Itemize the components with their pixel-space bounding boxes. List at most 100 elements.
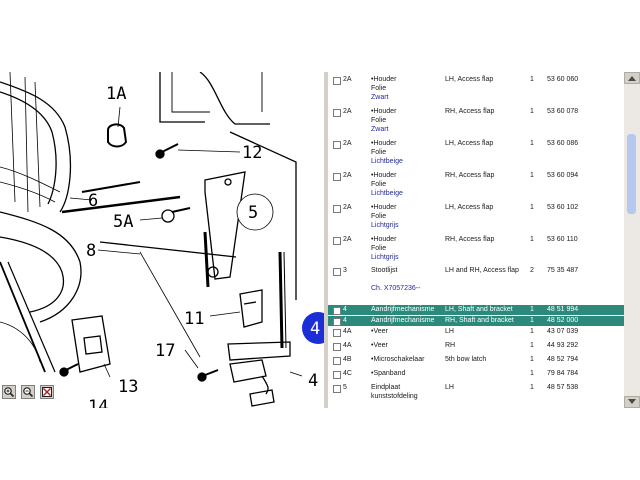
row-ref: 2A (343, 236, 352, 243)
row-ref: 3 (343, 267, 347, 274)
zoom-in-icon (4, 387, 15, 398)
description-line: Folie (371, 117, 387, 124)
row-position: RH, Access flap (445, 236, 495, 243)
vertical-scrollbar[interactable] (624, 72, 640, 408)
callout-6: 6 (88, 191, 98, 211)
callout-5a: 5A (113, 212, 133, 232)
row-ref: 4B (343, 356, 352, 363)
scrollbar-thumb[interactable] (627, 134, 636, 214)
color-variant-link[interactable]: Lichtbeige (371, 190, 403, 197)
parts-diagram[interactable]: 1A 12 6 5 5A 8 11 17 13 14 4 4 (0, 72, 324, 408)
row-position: 5th bow latch (445, 356, 487, 363)
pane-splitter[interactable] (324, 72, 328, 408)
zoom-fit-icon (42, 387, 52, 397)
row-part-number: 43 07 039 (547, 328, 579, 335)
row-checkbox[interactable] (333, 329, 341, 337)
description-line: •Veer (371, 328, 388, 335)
row-part-number: 53 60 060 (547, 76, 579, 83)
description-line: Folie (371, 245, 387, 252)
row-position: LH, Shaft and bracket (445, 306, 513, 313)
row-part-number: 53 60 094 (547, 172, 579, 179)
row-quantity: 1 (530, 204, 534, 211)
zoom-out-button[interactable] (21, 385, 35, 399)
chassis-range-link[interactable]: Ch. X7057236-- (371, 285, 421, 292)
zoom-fit-button[interactable] (40, 385, 54, 399)
row-position: LH and RH, Access flap (445, 267, 519, 274)
color-variant-link[interactable]: Zwart (371, 94, 389, 101)
description-line: •Houder (371, 76, 397, 83)
row-position: RH, Access flap (445, 172, 495, 179)
row-checkbox[interactable] (333, 371, 341, 379)
color-variant-link[interactable]: Zwart (371, 126, 389, 133)
row-part-number: 53 60 110 (547, 236, 578, 243)
row-position: RH (445, 342, 456, 349)
row-checkbox[interactable] (333, 357, 341, 365)
row-ref: 4 (343, 317, 347, 324)
row-position: LH (445, 328, 454, 335)
row-checkbox[interactable] (333, 307, 341, 315)
description-line: •Houder (371, 172, 397, 179)
row-position: LH, Access flap (445, 76, 494, 83)
description-line: •Veer (371, 342, 388, 349)
row-checkbox[interactable] (333, 77, 341, 85)
row-part-number: 79 84 784 (547, 370, 579, 377)
row-quantity: 1 (530, 356, 534, 363)
row-description: Aandrijfmechanisme (371, 316, 443, 325)
row-checkbox[interactable] (333, 318, 341, 326)
row-checkbox[interactable] (333, 141, 341, 149)
callout-4: 4 (308, 371, 318, 391)
row-checkbox[interactable] (333, 385, 341, 393)
description-line: Stootlijst (371, 267, 398, 274)
callout-8: 8 (86, 241, 96, 261)
row-part-number: 48 57 538 (547, 384, 579, 391)
bottom-area (0, 408, 640, 480)
row-quantity: 1 (530, 108, 534, 115)
row-position: LH, Access flap (445, 204, 494, 211)
color-variant-link[interactable]: Lichtgrijs (371, 222, 399, 229)
row-part-number: 53 60 086 (547, 140, 579, 147)
color-variant-link[interactable]: Lichtbeige (371, 158, 403, 165)
row-checkbox[interactable] (333, 343, 341, 351)
callout-5: 5 (248, 203, 258, 223)
row-quantity: 1 (530, 384, 534, 391)
row-checkbox[interactable] (333, 237, 341, 245)
row-description: •Microschakelaar (371, 355, 443, 364)
row-quantity: 1 (530, 236, 534, 243)
row-checkbox[interactable] (333, 205, 341, 213)
color-variant-link[interactable]: Lichtgrijs (371, 254, 399, 261)
row-checkbox[interactable] (333, 109, 341, 117)
row-part-number: 48 52 000 (547, 317, 579, 324)
row-checkbox[interactable] (333, 173, 341, 181)
row-quantity: 1 (530, 172, 534, 179)
row-position: LH, Access flap (445, 140, 494, 147)
row-position: RH, Access flap (445, 108, 495, 115)
row-position: LH (445, 384, 454, 391)
description-line: •Microschakelaar (371, 356, 425, 363)
row-description: •Spanband (371, 369, 443, 378)
scroll-up-button[interactable] (624, 72, 640, 84)
row-part-number: 48 51 994 (547, 306, 579, 313)
row-ref: 5 (343, 384, 347, 391)
zoom-in-button[interactable] (2, 385, 16, 399)
row-checkbox[interactable] (333, 268, 341, 276)
scroll-down-button[interactable] (624, 396, 640, 408)
